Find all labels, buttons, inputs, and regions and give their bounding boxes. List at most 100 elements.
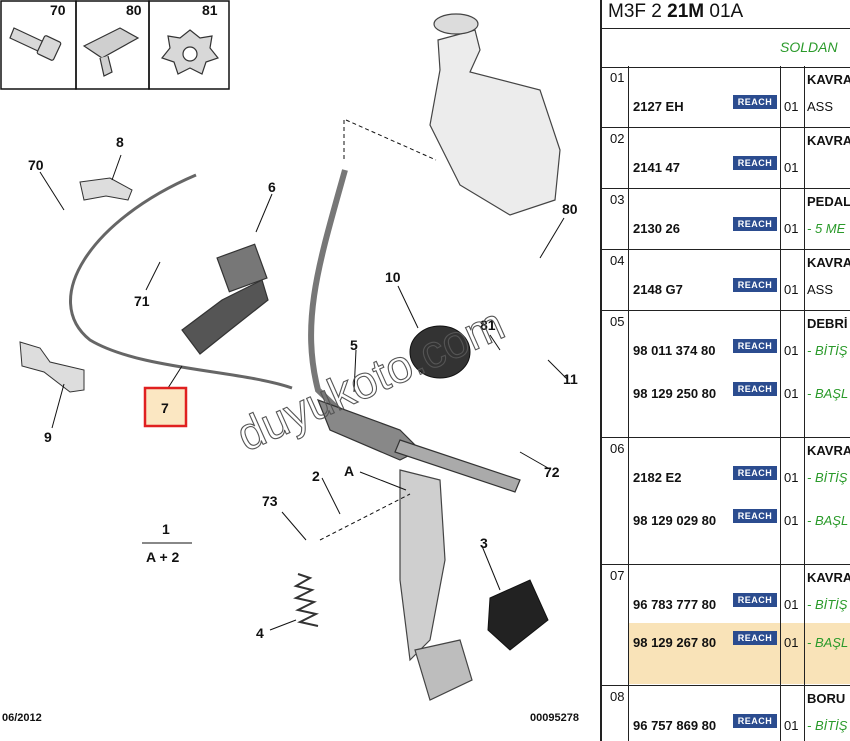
callout-A-plus-2[interactable]: A + 2 bbox=[146, 549, 180, 565]
row-title: KAVRA bbox=[807, 72, 850, 87]
callout-72[interactable]: 72 bbox=[544, 464, 560, 480]
row-number: 04 bbox=[610, 253, 625, 268]
callout-2[interactable]: 2 bbox=[312, 468, 320, 484]
reach-badge: REACH bbox=[733, 217, 777, 231]
callout-10[interactable]: 10 bbox=[385, 269, 401, 285]
col-divider bbox=[780, 66, 781, 741]
part-number[interactable]: 2130 26 bbox=[633, 221, 680, 236]
callout-81-thumb[interactable]: 81 bbox=[202, 2, 218, 18]
callout-80[interactable]: 80 bbox=[562, 201, 578, 217]
callout-70-thumb[interactable]: 70 bbox=[50, 2, 66, 18]
dust-boot bbox=[409, 325, 471, 379]
part-number[interactable]: 98 129 267 80 bbox=[633, 635, 717, 650]
part-description: - BİTİŞ bbox=[807, 718, 848, 733]
part-description: - BAŞL bbox=[807, 513, 849, 528]
row-number: 06 bbox=[610, 441, 625, 456]
reach-badge: REACH bbox=[733, 156, 777, 170]
callout-A[interactable]: A bbox=[344, 463, 354, 479]
row-title: DEBRİ bbox=[807, 316, 848, 331]
part-number[interactable]: 98 129 029 80 bbox=[633, 513, 717, 528]
leader-lines bbox=[39, 119, 569, 631]
diagram-svg: 70 80 81 8 70 6 71 9 7 10 80 81 11 5 72 … bbox=[0, 0, 579, 724]
quantity: 01 bbox=[784, 99, 799, 114]
callout-7[interactable]: 7 bbox=[161, 400, 169, 416]
quantity: 01 bbox=[784, 718, 799, 733]
quantity: 01 bbox=[784, 597, 799, 612]
callout-11[interactable]: 11 bbox=[563, 371, 578, 387]
row-number: 01 bbox=[610, 70, 625, 85]
quantity: 01 bbox=[784, 282, 799, 297]
part-entry[interactable]: 98 011 374 80 REACH 01 - BİTİŞ bbox=[602, 339, 850, 363]
part-description: - BİTİŞ bbox=[807, 343, 848, 358]
master-cylinder bbox=[316, 398, 521, 493]
callout-73[interactable]: 73 bbox=[262, 493, 278, 509]
col-divider bbox=[804, 66, 805, 741]
fluid-reservoir bbox=[429, 13, 561, 216]
quantity: 01 bbox=[784, 635, 799, 650]
pedal-pad bbox=[487, 579, 549, 651]
part-number[interactable]: 2182 E2 bbox=[633, 470, 682, 485]
part-number[interactable]: 96 783 777 80 bbox=[633, 597, 717, 612]
reach-badge: REACH bbox=[733, 466, 777, 480]
row-number: 08 bbox=[610, 689, 625, 704]
callout-9[interactable]: 9 bbox=[44, 429, 52, 445]
thumb-box-81[interactable] bbox=[148, 0, 230, 90]
clip-icon bbox=[82, 27, 140, 77]
star-nut-icon bbox=[160, 29, 220, 75]
callout-70[interactable]: 70 bbox=[28, 157, 44, 173]
part-number[interactable]: 2141 47 bbox=[633, 160, 680, 175]
reach-badge: REACH bbox=[733, 631, 777, 645]
part-number[interactable]: 98 129 250 80 bbox=[633, 386, 717, 401]
part-number[interactable]: 2148 G7 bbox=[633, 282, 683, 297]
row-number: 05 bbox=[610, 314, 625, 329]
ref-suffix: 01A bbox=[704, 1, 744, 22]
reach-badge: REACH bbox=[733, 593, 777, 607]
ref-code: 21M bbox=[667, 1, 705, 22]
callout-5[interactable]: 5 bbox=[350, 337, 358, 353]
row-number: 02 bbox=[610, 131, 625, 146]
footer-date: 06/2012 bbox=[2, 712, 42, 724]
reach-badge: REACH bbox=[733, 339, 777, 353]
callout-81[interactable]: 81 bbox=[480, 317, 496, 333]
row-title: BORU bbox=[807, 691, 846, 706]
part-number[interactable]: 2127 EH bbox=[633, 99, 684, 114]
part-number[interactable]: 98 011 374 80 bbox=[633, 343, 716, 358]
callout-80-thumb[interactable]: 80 bbox=[126, 2, 142, 18]
selected-callout-box[interactable] bbox=[143, 386, 188, 428]
callout-3[interactable]: 3 bbox=[480, 535, 488, 551]
callout-8[interactable]: 8 bbox=[116, 134, 124, 150]
part-description: - BİTİŞ bbox=[807, 470, 848, 485]
reference-subtitle: SOLDAN bbox=[602, 28, 850, 68]
callout-4[interactable]: 4 bbox=[256, 625, 264, 641]
quantity: 01 bbox=[784, 343, 799, 358]
callout-71[interactable]: 71 bbox=[134, 293, 150, 309]
part-description: ASS bbox=[807, 99, 834, 114]
callout-6[interactable]: 6 bbox=[268, 179, 276, 195]
callout-1[interactable]: 1 bbox=[162, 521, 170, 537]
callout-labels: 70 80 81 8 70 6 71 9 7 10 80 81 11 5 72 … bbox=[28, 2, 578, 641]
footer-drawing-number: 00095278 bbox=[530, 712, 579, 724]
row-title: KAVRA bbox=[807, 443, 850, 458]
part-number[interactable]: 96 757 869 80 bbox=[633, 718, 717, 733]
parts-row[interactable]: 05 DEBRİ 98 011 374 80 REACH 01 - BİTİŞ 98 129… bbox=[602, 310, 850, 438]
part-description: ASS bbox=[807, 282, 834, 297]
reach-badge: REACH bbox=[733, 509, 777, 523]
